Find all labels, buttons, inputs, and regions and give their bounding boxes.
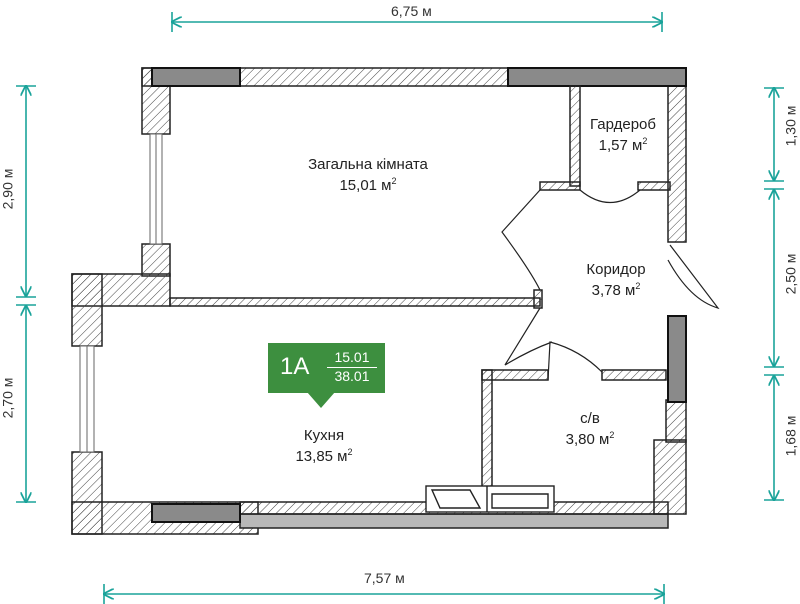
room-wardrobe-area: 1,57 м2 xyxy=(598,136,648,154)
room-corridor-name: Коридор xyxy=(586,261,646,278)
dim-right-upper-label: 1,30 м xyxy=(782,105,799,147)
bathroom-fixtures xyxy=(425,485,555,513)
apartment-type-label: 1А xyxy=(280,353,310,380)
room-wardrobe: Гардероб 1,57 м2 xyxy=(578,117,668,154)
area-fraction: 15.01 38.01 xyxy=(327,349,377,385)
room-bathroom-area: 3,80 м2 xyxy=(565,430,615,448)
apartment-badge: 1А 15.01 38.01 xyxy=(268,343,385,393)
living-area-value: 15.01 xyxy=(327,349,377,368)
dim-top-label: 6,75 м xyxy=(391,3,432,19)
interior-walls xyxy=(169,85,671,503)
total-area-value: 38.01 xyxy=(334,368,370,384)
dim-right-middle-label: 2,50 м xyxy=(782,253,799,295)
room-kitchen-area: 13,85 м2 xyxy=(295,447,353,465)
dim-left-upper-label: 2,90 м xyxy=(0,168,16,210)
room-corridor-area: 3,78 м2 xyxy=(591,281,641,299)
room-wardrobe-name: Гардероб xyxy=(590,116,656,133)
room-bathroom-name: с/в xyxy=(580,410,600,427)
room-bathroom: с/в 3,80 м2 xyxy=(545,411,635,448)
dim-right-lower-label: 1,68 м xyxy=(782,415,799,457)
badge-pointer xyxy=(307,392,335,408)
window-blocks xyxy=(151,67,687,523)
room-living: Загальна кімната 15,01 м2 xyxy=(268,157,468,194)
dim-left-lower-label: 2,70 м xyxy=(0,377,16,419)
door-swings xyxy=(501,189,720,381)
room-kitchen: Кухня 13,85 м2 xyxy=(264,428,384,465)
room-living-area: 15,01 м2 xyxy=(339,176,397,194)
room-living-name: Загальна кімната xyxy=(308,156,428,173)
dim-bottom-label: 7,57 м xyxy=(364,570,405,586)
dimension-lines xyxy=(16,12,784,604)
room-kitchen-name: Кухня xyxy=(303,427,345,444)
room-corridor: Коридор 3,78 м2 xyxy=(566,262,666,299)
window-frames xyxy=(79,133,163,453)
